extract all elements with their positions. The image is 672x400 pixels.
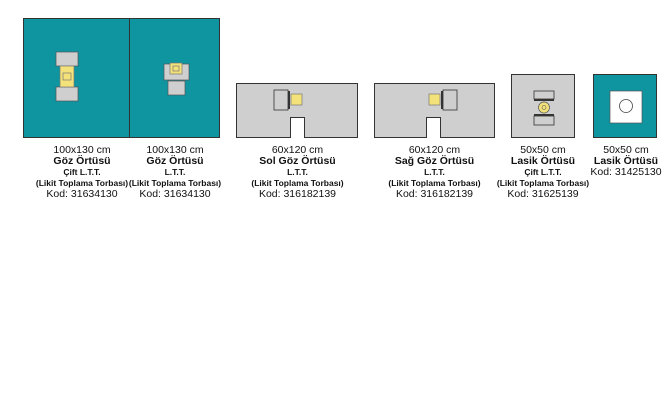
product-feature-desc: (Likit Toplama Torbası) xyxy=(128,178,222,188)
product-feature: Çift L.T.T. xyxy=(63,167,101,177)
product-name: Sağ Göz Örtüsü xyxy=(394,155,475,167)
product-feature: Çift L.T.T. xyxy=(524,167,562,177)
product-code: Kod: 31634130 xyxy=(46,188,118,200)
product-caption: 50x50 cm Lasik Örtüsü Kod: 31425130 xyxy=(585,145,667,178)
product-size: 50x50 cm xyxy=(520,144,566,156)
left-eye-drape-illustration xyxy=(236,83,358,138)
product-feature-desc: (Likit Toplama Torbası) xyxy=(35,178,129,188)
product-caption: 50x50 cm Lasik Örtüsü Çift L.T.T. (Likit… xyxy=(495,145,591,200)
product-feature: L.T.T. xyxy=(424,167,445,177)
product-size: 100x130 cm xyxy=(146,144,204,156)
product-size: 100x130 cm xyxy=(53,144,111,156)
product-name: Göz Örtüsü xyxy=(53,155,111,167)
product-feature: L.T.T. xyxy=(164,167,186,177)
product-feature-desc: (Likit Toplama Torbası) xyxy=(251,178,344,188)
double-pouch-icon xyxy=(55,51,79,102)
drape-illustration xyxy=(129,18,220,138)
product-caption: 100x130 cm Göz Örtüsü L.T.T. (Likit Topl… xyxy=(110,145,240,200)
product-caption: 60x120 cm Sol Göz Örtüsü L.T.T. (Likit T… xyxy=(237,145,358,200)
product-size: 50x50 cm xyxy=(603,144,649,156)
product-name: Sol Göz Örtüsü xyxy=(259,155,336,167)
product-code: Kod: 31625139 xyxy=(507,188,579,200)
lasik-aperture-icon xyxy=(609,90,643,124)
single-pouch-icon xyxy=(163,62,190,96)
product-code: Kod: 316182139 xyxy=(258,188,337,200)
product-size: 60x120 cm xyxy=(271,144,324,156)
product-feature-desc: (Likit Toplama Torbası) xyxy=(388,178,481,188)
product-name: Lasik Örtüsü xyxy=(593,155,659,167)
product-name: Lasik Örtüsü xyxy=(510,155,576,167)
lasik-double-pouch-icon xyxy=(533,90,555,126)
product-code: Kod: 31425130 xyxy=(590,166,662,178)
product-code: Kod: 31634130 xyxy=(139,188,211,200)
drape-illustration xyxy=(23,18,141,138)
drape-illustration xyxy=(593,74,657,138)
product-name: Göz Örtüsü xyxy=(146,155,204,167)
right-eye-drape-illustration xyxy=(374,83,495,138)
product-size: 60x120 cm xyxy=(408,144,461,156)
drape-illustration xyxy=(511,74,575,138)
product-feature: L.T.T. xyxy=(287,167,308,177)
product-feature-desc: (Likit Toplama Torbası) xyxy=(496,178,590,188)
product-caption: 60x120 cm Sağ Göz Örtüsü L.T.T. (Likit T… xyxy=(374,145,495,200)
product-code: Kod: 316182139 xyxy=(395,188,474,200)
product-caption: 100x130 cm Göz Örtüsü Çift L.T.T. (Likit… xyxy=(12,145,152,200)
